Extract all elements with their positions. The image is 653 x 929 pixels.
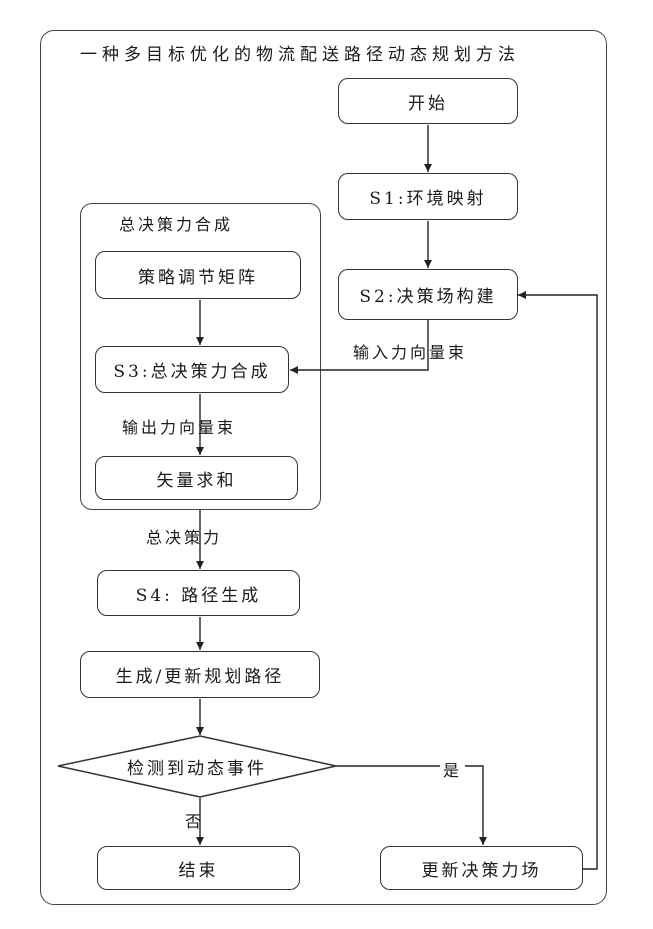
decision-label: 检测到动态事件 [58,745,336,788]
start-node: 开始 [338,78,518,124]
edge-label-yes: 是 [440,757,465,781]
edge-label-output-vectors: 输出力向量束 [122,414,236,438]
update-force-field-node: 更新决策力场 [380,846,583,890]
vector-sum-node: 矢量求和 [95,456,298,500]
edge-update-s2 [518,295,597,869]
s3-total-force-node: S3:总决策力合成 [95,346,289,393]
s4-path-generation-node: S4: 路径生成 [97,570,300,616]
s2-decision-field-node: S2:决策场构建 [338,269,518,320]
strategy-matrix-node: 策略调节矩阵 [95,251,301,299]
s1-environment-mapping-node: S1:环境映射 [338,173,518,220]
generate-update-path-node: 生成/更新规划路径 [80,651,320,698]
edge-label-no: 否 [185,808,204,832]
end-node: 结束 [97,846,300,890]
edge-label-total-force: 总决策力 [146,524,222,548]
edge-label-input-vectors: 输入力向量束 [353,339,467,363]
